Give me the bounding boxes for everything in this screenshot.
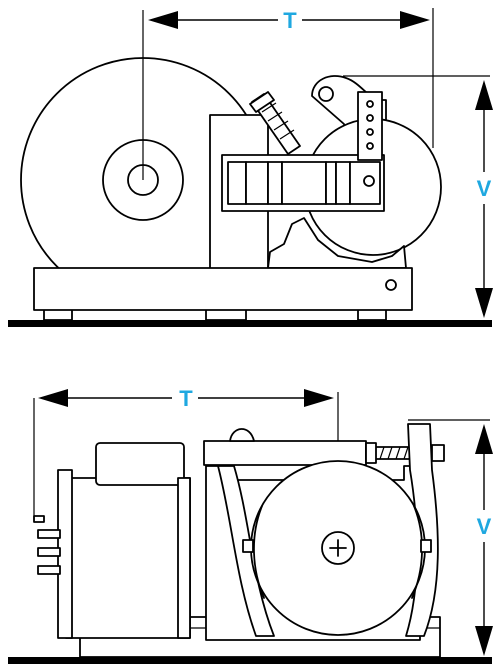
bottom-dim-t: T [38, 386, 334, 411]
top-dim-t-label: T [283, 8, 297, 33]
top-dim-v-label: V [477, 176, 492, 201]
top-dim-t: T [148, 8, 430, 33]
bottom-dim-t-label: T [179, 386, 193, 411]
bottom-brake-shoes [242, 505, 432, 599]
bottom-floor-line [8, 657, 492, 664]
top-arm-pivot-hole [318, 86, 334, 102]
bottom-top-bar-lug [229, 428, 255, 442]
top-adjusting-bolt [249, 91, 301, 155]
top-floor-line [8, 320, 492, 327]
bottom-dim-v-label: V [477, 514, 492, 539]
top-base-frame [33, 267, 413, 311]
top-view: T V [8, 8, 493, 327]
top-dim-v: V [475, 80, 493, 318]
bottom-dim-v: V [475, 424, 493, 656]
top-base-bolt-hole [385, 279, 397, 291]
bottom-terminal-studs [33, 515, 61, 575]
top-lower-bracket [267, 217, 407, 269]
bottom-drum-hub-cross [329, 539, 347, 557]
bottom-motor-housing [65, 477, 191, 639]
bottom-terminal-box [95, 442, 185, 486]
bottom-view: T V [8, 386, 493, 664]
bottom-motor-strap [177, 477, 191, 639]
top-arm-holes [366, 100, 374, 150]
